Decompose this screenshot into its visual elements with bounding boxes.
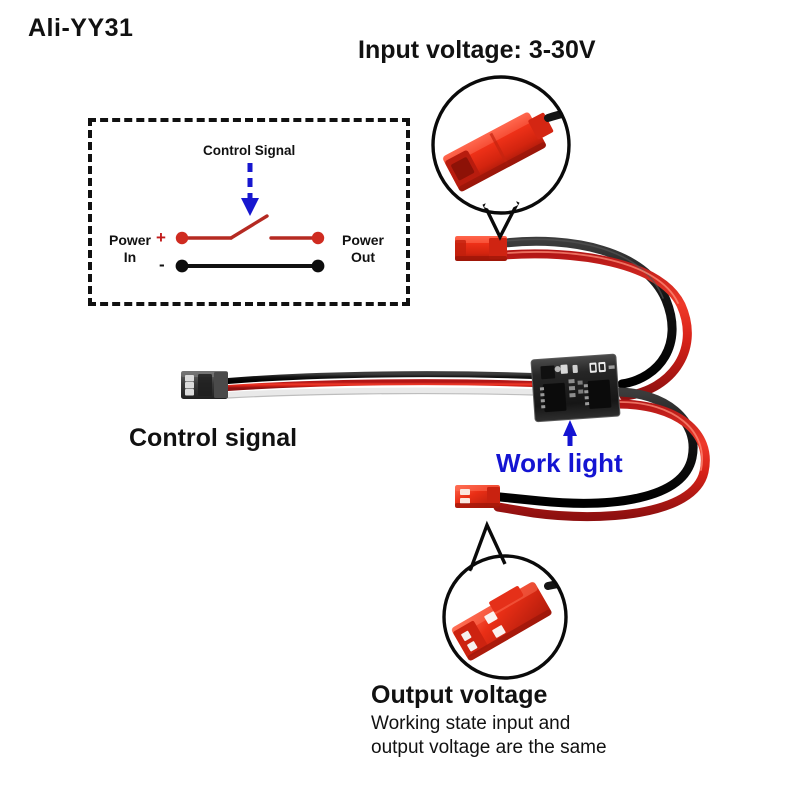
power-in-line1: Power <box>108 232 151 248</box>
input-connector-callout <box>431 75 571 241</box>
output-jst-connector <box>455 485 500 508</box>
input-jst-connector <box>455 236 507 261</box>
output-voltage-title: Output voltage <box>371 681 548 709</box>
schematic-power-in-label: Power In <box>104 232 156 266</box>
power-in-line2: In <box>123 249 137 265</box>
signal-white-wire <box>225 387 536 398</box>
pcb-pad-a <box>560 364 568 374</box>
output-voltage-line2: output voltage are the same <box>371 737 607 758</box>
schematic-control-signal-label: Control Signal <box>203 143 296 158</box>
signal-red-wire <box>225 379 536 391</box>
output-red-wire-highlight <box>619 401 704 471</box>
pcb-ic-right <box>587 379 612 409</box>
signal-black-wire <box>225 371 536 384</box>
watermark-text: Ali-YY31 <box>28 14 134 42</box>
output-callout-tail-outline <box>468 520 507 572</box>
output-callout-circle <box>442 554 568 680</box>
output-callout-content <box>451 579 565 661</box>
schematic-power-out-label: Power Out <box>336 232 390 266</box>
input-black-wire <box>500 236 677 389</box>
servo-signal-connector <box>181 371 228 399</box>
input-callout-tail <box>485 202 517 238</box>
pcb-pad-b <box>572 364 578 374</box>
power-out-line2: Out <box>350 249 376 265</box>
pcb-ic-left <box>542 382 567 413</box>
output-callout-tail <box>471 525 504 573</box>
output-connector-callout <box>442 520 568 680</box>
schematic-minus-sign: - <box>159 255 165 274</box>
control-signal-label: Control signal <box>129 424 298 452</box>
input-callout-tail-outline <box>482 201 520 241</box>
work-light-label: Work light <box>496 448 623 478</box>
pcb-chip-topleft <box>540 365 556 380</box>
input-red-wire-highlight <box>507 251 679 304</box>
output-voltage-description: Working state input and output voltage a… <box>371 712 607 760</box>
work-light-arrow <box>563 420 577 446</box>
input-voltage-label: Input voltage: 3-30V <box>358 36 596 64</box>
input-red-wire <box>500 249 692 401</box>
power-out-line1: Power <box>341 232 384 248</box>
output-voltage-line1: Working state input and <box>371 713 571 734</box>
input-black-wire-highlight <box>504 238 664 299</box>
schematic-plus-sign: + <box>156 228 166 247</box>
signal-white-wire-edge <box>227 392 534 399</box>
input-callout-content <box>442 107 568 192</box>
pcb-module <box>530 353 621 423</box>
input-callout-circle <box>431 75 571 215</box>
